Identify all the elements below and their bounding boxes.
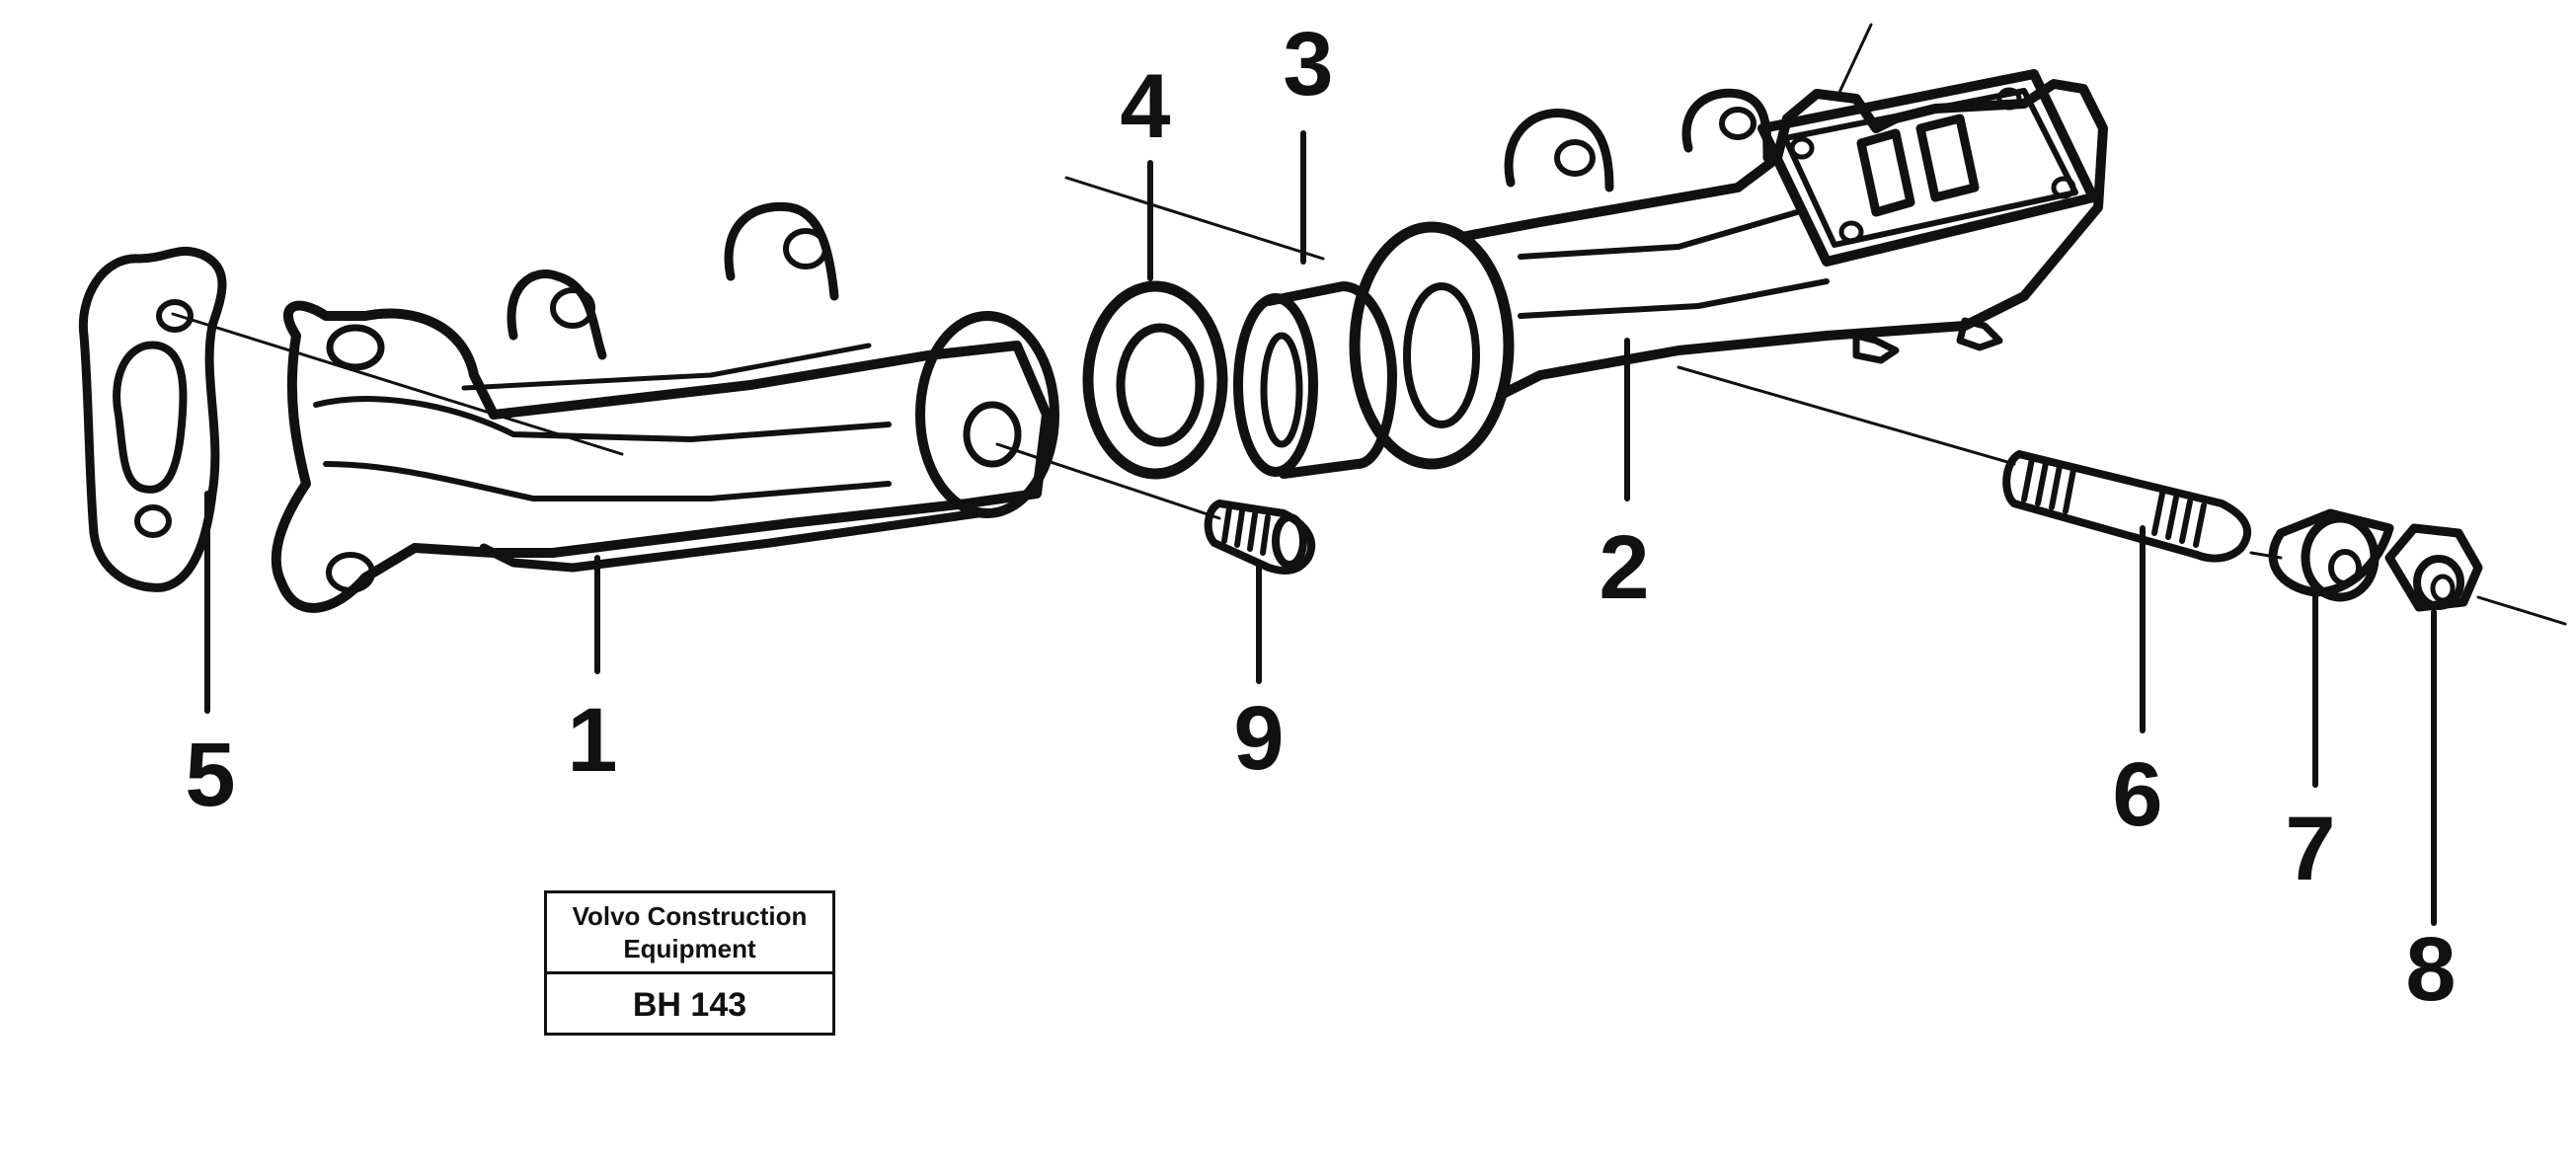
callout-8: 8 xyxy=(2405,919,2457,1020)
leader-lines xyxy=(204,130,2437,926)
manufacturer-label-box: Volvo Construction Equipment BH 143 xyxy=(544,890,835,1036)
part-3-sleeve xyxy=(1233,281,1397,479)
callout-7: 7 xyxy=(2285,799,2336,899)
part-9-stud xyxy=(1204,500,1316,575)
part-1-manifold-front xyxy=(271,201,1059,613)
manufacturer-name: Volvo Construction Equipment xyxy=(547,893,832,974)
part-7-spacer-sleeve xyxy=(2268,508,2394,602)
part-5-gasket xyxy=(78,246,227,592)
callout-2: 2 xyxy=(1599,517,1650,618)
callout-9: 9 xyxy=(1233,688,1285,789)
callout-4: 4 xyxy=(1120,56,1171,157)
callout-1: 1 xyxy=(567,690,618,791)
part-8-nut xyxy=(2384,523,2483,612)
callout-6: 6 xyxy=(2112,744,2163,845)
callout-3: 3 xyxy=(1283,14,1334,115)
manufacturer-line-1: Volvo Construction xyxy=(572,901,808,931)
diagram-code: BH 143 xyxy=(632,985,747,1024)
part-2-manifold-rear xyxy=(1349,69,2108,470)
part-4-sealing-ring xyxy=(1082,280,1228,480)
part-6-stud xyxy=(2002,450,2251,563)
callout-5: 5 xyxy=(185,725,236,825)
assembly-lines xyxy=(171,23,2567,626)
manufacturer-line-2: Equipment xyxy=(623,933,756,963)
